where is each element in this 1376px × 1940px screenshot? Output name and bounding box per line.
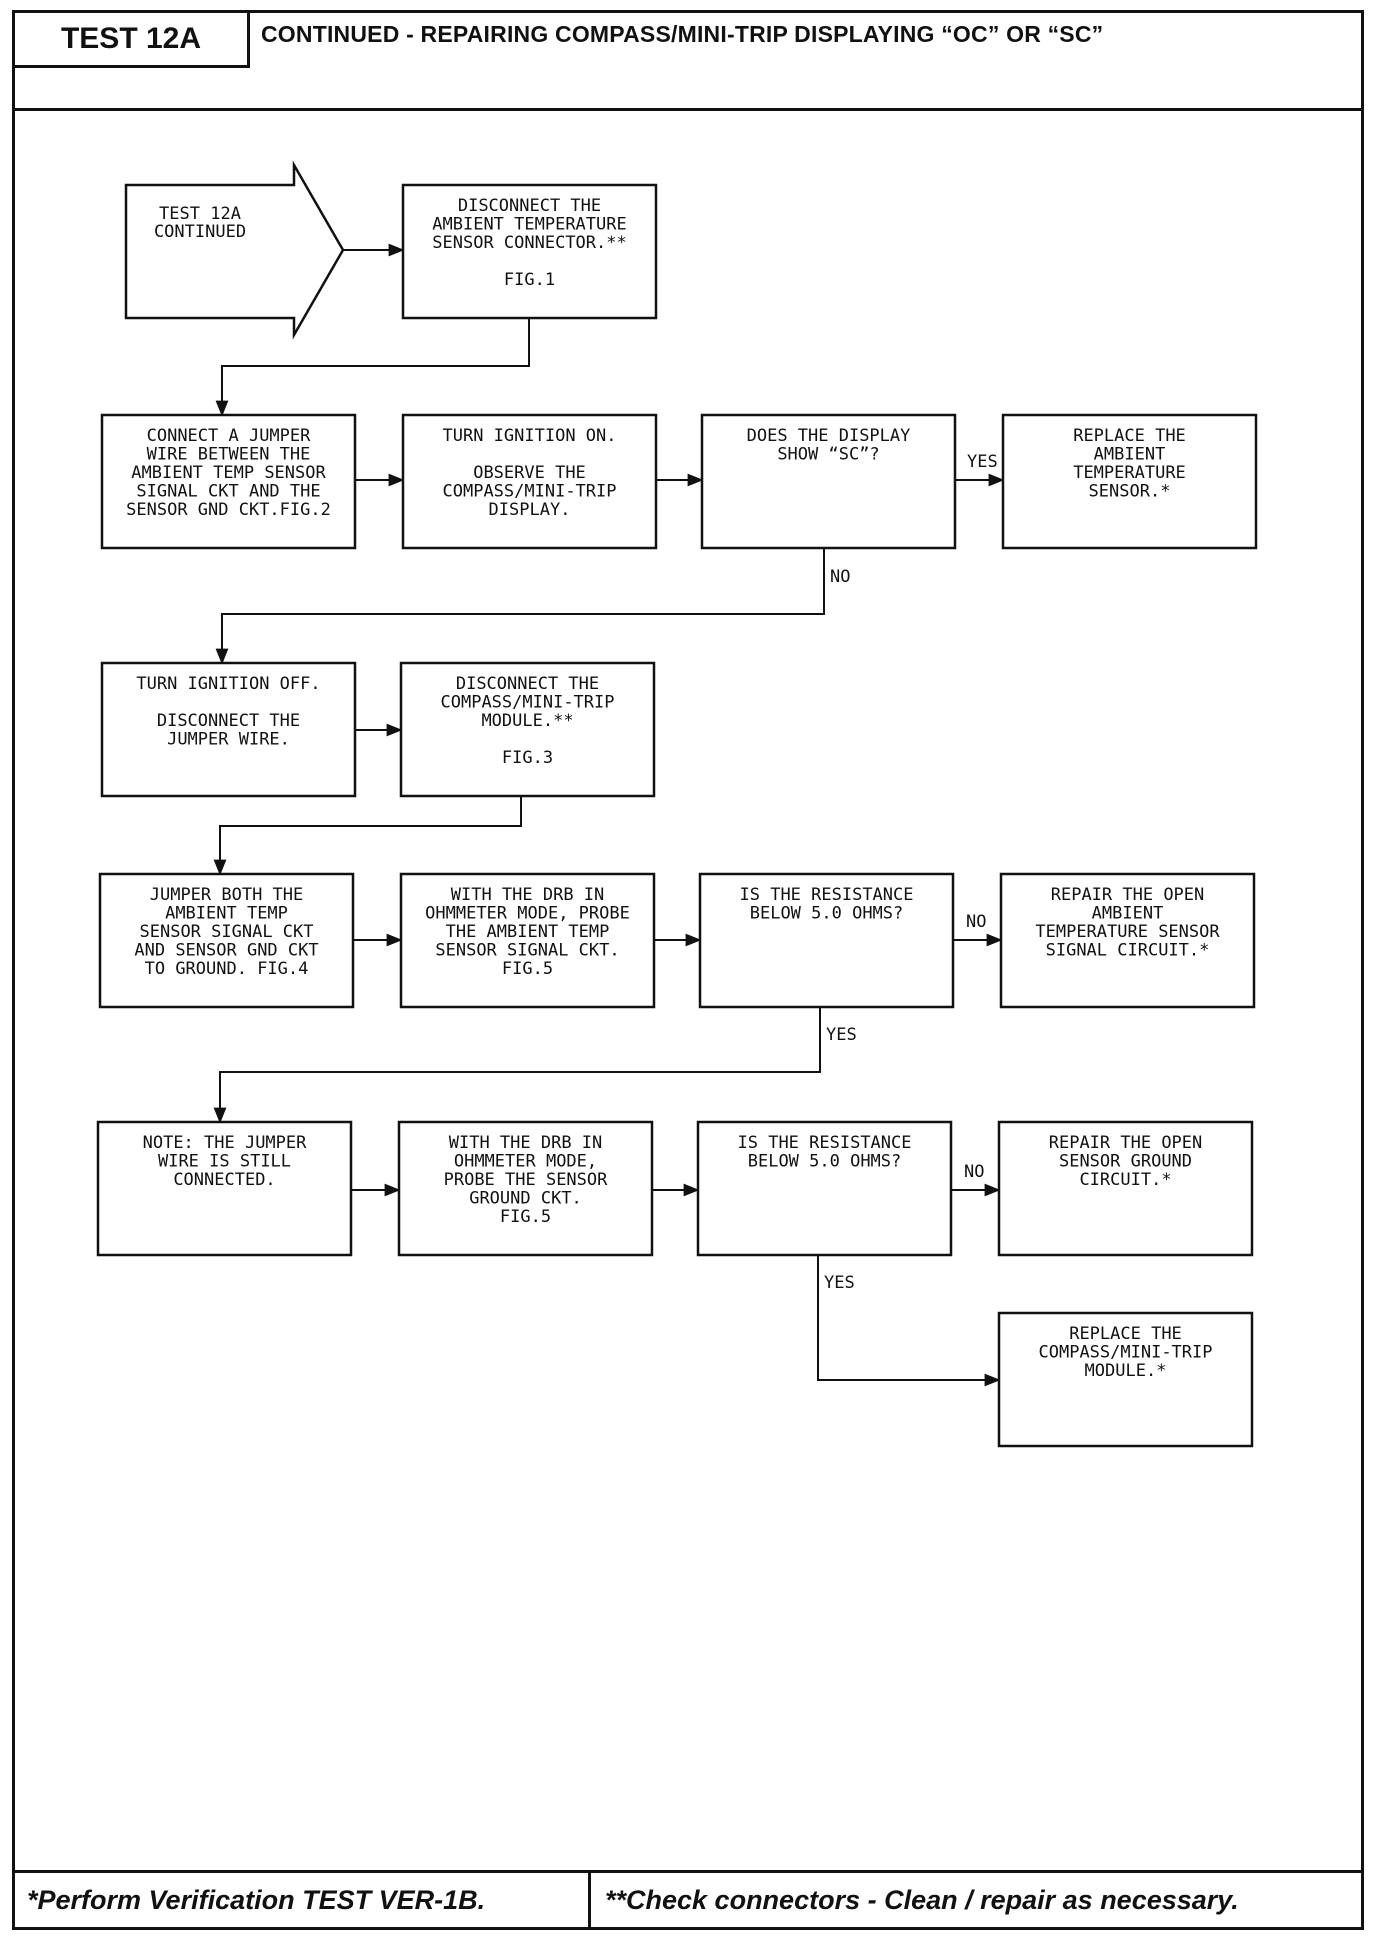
connector-disconnect-to-jumper bbox=[215, 318, 530, 417]
box-text-line: WITH THE DRB IN bbox=[449, 1133, 603, 1153]
box-text-line: AMBIENT TEMP bbox=[165, 904, 288, 924]
label-res1-yes: YES bbox=[826, 1025, 857, 1045]
start-label-line: CONTINUED bbox=[154, 222, 246, 242]
box-text-line: FIG.3 bbox=[502, 748, 553, 768]
header: TEST 12A CONTINUED - REPAIRING COMPASS/M… bbox=[15, 13, 1361, 111]
box-text-line: SIGNAL CIRCUIT.* bbox=[1046, 941, 1210, 961]
connector-res1-yes bbox=[213, 1007, 821, 1124]
box-text-line: CIRCUIT.* bbox=[1079, 1170, 1171, 1190]
test-label: TEST 12A bbox=[15, 13, 250, 68]
box-text-line: OBSERVE THE bbox=[473, 463, 586, 483]
disconnect-module-box: DISCONNECT THECOMPASS/MINI-TRIPMODULE.**… bbox=[399, 661, 656, 798]
box-text-line: DISPLAY. bbox=[489, 500, 571, 520]
box-text-line: DISCONNECT THE bbox=[458, 196, 601, 216]
connector-note: **Check connectors - Clean / repair as n… bbox=[605, 1884, 1239, 1915]
box-text-line: SENSOR GROUND bbox=[1059, 1152, 1192, 1172]
box-text-line: SIGNAL CKT AND THE bbox=[136, 482, 320, 502]
verification-note: *Perform Verification TEST VER-1B. bbox=[15, 1873, 591, 1927]
box-text-line: BELOW 5.0 OHMS? bbox=[748, 1152, 902, 1172]
box-text-line: JUMPER WIRE. bbox=[167, 730, 290, 750]
box-text-line: COMPASS/MINI-TRIP bbox=[441, 693, 615, 713]
box-text-line: AMBIENT bbox=[1094, 445, 1166, 465]
footer: *Perform Verification TEST VER-1B. **Che… bbox=[15, 1870, 1361, 1927]
label-sc-yes: YES bbox=[967, 452, 998, 472]
page-frame: TEST 12A CONTINUED - REPAIRING COMPASS/M… bbox=[12, 10, 1364, 1930]
connector-sc-no bbox=[215, 548, 825, 665]
box-text-line: WIRE IS STILL bbox=[158, 1152, 291, 1172]
box-text-line: CONNECT A JUMPER bbox=[147, 426, 312, 446]
box-text-line: FIG.5 bbox=[500, 1207, 551, 1227]
box-text-line: REPAIR THE OPEN bbox=[1051, 885, 1205, 905]
box-text-line: REPLACE THE bbox=[1069, 1324, 1182, 1344]
box-text-line: NOTE: THE JUMPER bbox=[143, 1133, 308, 1153]
label-res1-no: NO bbox=[966, 912, 986, 932]
box-text-line: TURN IGNITION OFF. bbox=[136, 674, 320, 694]
label-res2-yes: YES bbox=[824, 1273, 855, 1293]
box-text-line: REPLACE THE bbox=[1073, 426, 1186, 446]
box-text-line: AND SENSOR GND CKT bbox=[134, 941, 318, 961]
label-sc-no: NO bbox=[830, 567, 850, 587]
box-text-line: DISCONNECT THE bbox=[157, 711, 300, 731]
box-text-line: MODULE.* bbox=[1085, 1361, 1167, 1381]
box-text-line: JUMPER BOTH THE bbox=[150, 885, 304, 905]
box-text-line: CONNECTED. bbox=[173, 1170, 275, 1190]
box-text-line: DOES THE DISPLAY bbox=[747, 426, 911, 446]
box-text-line: IS THE RESISTANCE bbox=[740, 885, 914, 905]
box-text-line: SENSOR SIGNAL CKT bbox=[140, 922, 314, 942]
box-text-line: OHMMETER MODE, PROBE bbox=[425, 904, 630, 924]
box-text-line: AMBIENT bbox=[1092, 904, 1164, 924]
connector-module-to-jumperboth bbox=[213, 796, 522, 876]
box-text-line: SENSOR CONNECTOR.** bbox=[432, 233, 626, 253]
connector-res2-yes bbox=[817, 1255, 1001, 1387]
box-text-line: OHMMETER MODE, bbox=[454, 1152, 597, 1172]
box-text-line: TURN IGNITION ON. bbox=[443, 426, 617, 446]
box-text-line: GROUND CKT. bbox=[469, 1189, 582, 1209]
box-text-line: THE AMBIENT TEMP bbox=[446, 922, 610, 942]
label-res2-no: NO bbox=[964, 1162, 984, 1182]
box-text-line: TO GROUND. FIG.4 bbox=[145, 959, 309, 979]
box-text-line: PROBE THE SENSOR bbox=[444, 1170, 609, 1190]
box-text-line: MODULE.** bbox=[481, 711, 573, 731]
box-text-line: AMBIENT TEMPERATURE bbox=[432, 215, 626, 235]
box-text-line: SHOW “SC”? bbox=[777, 445, 879, 465]
box-text-line: IS THE RESISTANCE bbox=[738, 1133, 912, 1153]
box-text-line: FIG.5 bbox=[502, 959, 553, 979]
box-text-line: BELOW 5.0 OHMS? bbox=[750, 904, 904, 924]
flowchart-edge-labels: YES NO NO YES NO YES bbox=[824, 452, 998, 1293]
box-text-line: AMBIENT TEMP SENSOR bbox=[131, 463, 326, 483]
box-text-line: SENSOR SIGNAL CKT. bbox=[435, 941, 619, 961]
ignition-on-observe-box: TURN IGNITION ON. OBSERVE THECOMPASS/MINI… bbox=[401, 413, 658, 550]
page-title: CONTINUED - REPAIRING COMPASS/MINI-TRIP … bbox=[261, 21, 1104, 47]
box-text-line: TEMPERATURE SENSOR bbox=[1035, 922, 1220, 942]
box-text-line: COMPASS/MINI-TRIP bbox=[443, 482, 617, 502]
box-text-line: WIRE BETWEEN THE bbox=[147, 445, 311, 465]
box-text-line: REPAIR THE OPEN bbox=[1049, 1133, 1203, 1153]
box-text-line: WITH THE DRB IN bbox=[451, 885, 605, 905]
box-text-line: TEMPERATURE bbox=[1073, 463, 1186, 483]
box-text-line: DISCONNECT THE bbox=[456, 674, 599, 694]
box-text-line: COMPASS/MINI-TRIP bbox=[1039, 1343, 1213, 1363]
box-text-line: FIG.1 bbox=[504, 270, 555, 290]
start-label-line: TEST 12A bbox=[159, 204, 241, 224]
flowchart-connectors bbox=[213, 243, 1005, 1387]
box-text-line: SENSOR.* bbox=[1089, 482, 1171, 502]
box-text-line: SENSOR GND CKT.FIG.2 bbox=[126, 500, 331, 520]
